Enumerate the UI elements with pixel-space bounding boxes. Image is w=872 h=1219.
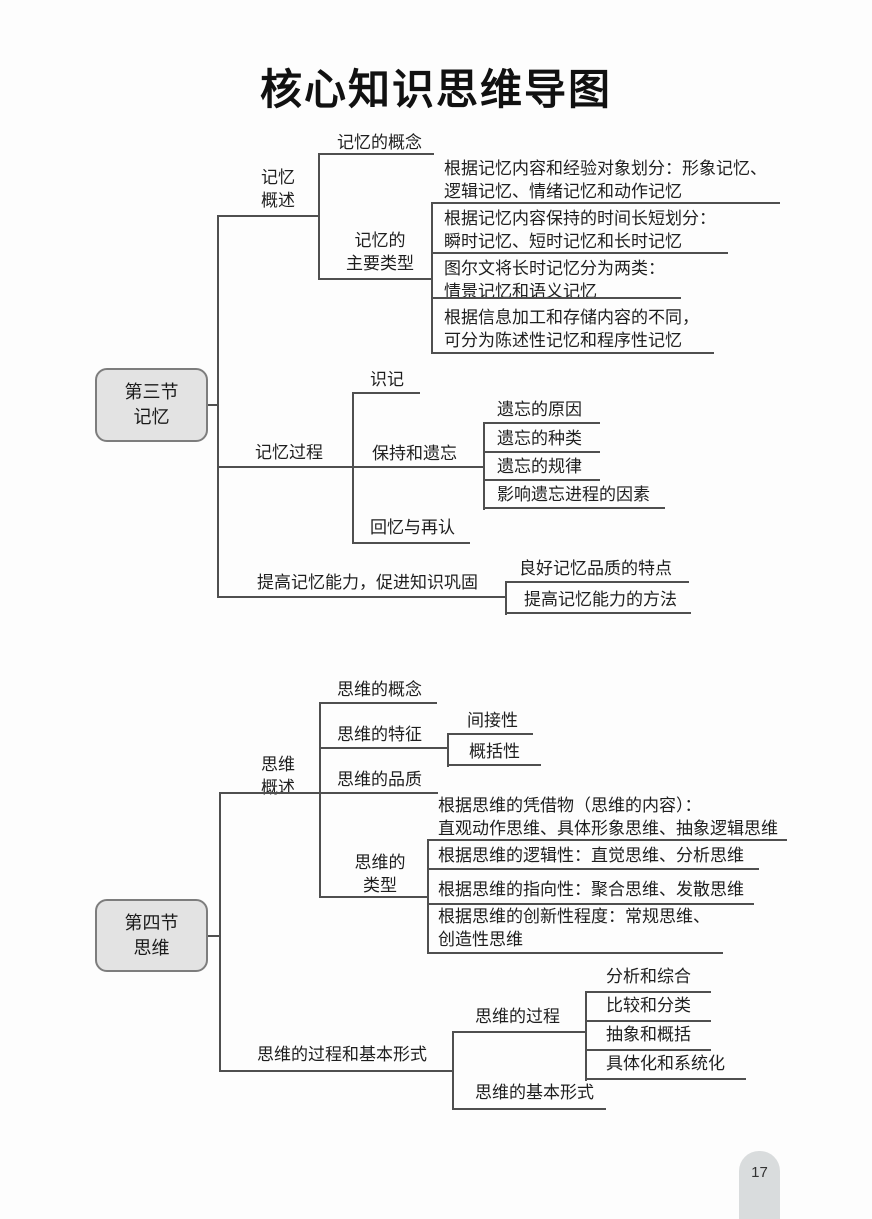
connector-line — [483, 422, 485, 510]
connector-line — [318, 153, 320, 280]
connector-line — [217, 215, 219, 598]
s3-type-item: 图尔文将长时记忆分为两类： 情景记忆和语义记忆 — [444, 259, 665, 301]
s3-types-label: 记忆的 主要类型 — [346, 231, 414, 273]
connector-line — [208, 935, 220, 937]
s3-type-item: 根据信息加工和存储内容的不同， 可分为陈述性记忆和程序性记忆 — [444, 308, 699, 350]
connector-line — [427, 903, 754, 905]
connector-line — [452, 1031, 454, 1110]
page-number: 17 — [751, 1164, 768, 1181]
connector-line — [427, 839, 429, 954]
s3-improve-item: 良好记忆品质的特点 — [519, 559, 672, 578]
connector-line — [585, 991, 711, 993]
s4-type-item: 根据思维的逻辑性：直觉思维、分析思维 — [438, 846, 744, 865]
s4-process-item: 抽象和概括 — [606, 1025, 691, 1044]
s3-memorize-label: 识记 — [370, 370, 404, 389]
s3-forgetting-item: 遗忘的规律 — [497, 457, 582, 476]
s4-process-item: 比较和分类 — [606, 996, 691, 1015]
connector-line — [219, 792, 221, 1072]
s4-type-item: 根据思维的凭借物（思维的内容）： 直观动作思维、具体形象思维、抽象逻辑思维 — [438, 796, 778, 838]
connector-line — [447, 733, 533, 735]
connector-line — [447, 764, 541, 766]
s4-process-item: 分析和综合 — [606, 967, 691, 986]
connector-line — [505, 581, 689, 583]
connector-line — [483, 479, 600, 481]
section4-node: 第四节 思维 — [95, 899, 208, 972]
connector-line — [208, 404, 219, 406]
connector-line — [219, 792, 438, 794]
connector-line — [483, 451, 600, 453]
connector-line — [352, 392, 354, 544]
connector-line — [452, 1108, 606, 1110]
s3-recall-label: 回忆与再认 — [370, 518, 455, 537]
connector-line — [319, 896, 429, 898]
connector-line — [585, 1049, 711, 1051]
connector-line — [319, 702, 321, 898]
s3-improve-label: 提高记忆能力，促进知识巩固 — [257, 573, 478, 592]
s3-forgetting-item: 遗忘的原因 — [497, 400, 582, 419]
s4-process-label: 思维的过程 — [475, 1007, 560, 1026]
s3-forgetting-item: 影响遗忘进程的因素 — [497, 485, 650, 504]
connector-line — [585, 1078, 746, 1080]
connector-line — [318, 278, 433, 280]
connector-line — [447, 733, 449, 767]
connector-line — [483, 422, 600, 424]
page-title: 核心知识思维导图 — [259, 68, 612, 114]
connector-line — [585, 991, 587, 1081]
s4-type-item: 根据思维的创新性程度：常规思维、 创造性思维 — [438, 907, 710, 949]
connector-line — [431, 352, 714, 354]
connector-line — [352, 392, 420, 394]
s4-process-item: 具体化和系统化 — [606, 1054, 725, 1073]
connector-line — [319, 702, 437, 704]
s4-process-form-label: 思维的过程和基本形式 — [257, 1045, 427, 1064]
connector-line — [217, 466, 485, 468]
s4-basic-form-label: 思维的基本形式 — [475, 1083, 594, 1102]
s3-process-label: 记忆过程 — [255, 443, 323, 462]
s4-type-item: 根据思维的指向性：聚合思维、发散思维 — [438, 880, 744, 899]
s4-types-label: 思维的 类型 — [354, 853, 406, 895]
connector-line — [483, 507, 665, 509]
connector-line — [427, 952, 723, 954]
s4-features-label: 思维的特征 — [337, 725, 422, 744]
connector-line — [505, 612, 691, 614]
s4-feature-item: 概括性 — [469, 742, 520, 761]
s3-concept-label: 记忆的概念 — [337, 133, 422, 152]
connector-line — [431, 297, 681, 299]
connector-line — [431, 202, 433, 354]
connector-line — [217, 596, 507, 598]
connector-line — [318, 153, 434, 155]
connector-line — [319, 747, 449, 749]
connector-line — [427, 839, 787, 841]
connector-line — [427, 868, 759, 870]
connector-line — [431, 252, 728, 254]
page-number-tab: 17 — [739, 1151, 780, 1219]
s4-feature-item: 间接性 — [467, 711, 518, 730]
s4-concept-label: 思维的概念 — [337, 680, 422, 699]
s3-overview-label: 记忆 概述 — [261, 168, 295, 210]
s3-type-item: 根据记忆内容和经验对象划分：形象记忆、 逻辑记忆、情绪记忆和动作记忆 — [444, 159, 767, 201]
s3-type-item: 根据记忆内容保持的时间长短划分： 瞬时记忆、短时记忆和长时记忆 — [444, 209, 716, 251]
connector-line — [452, 1031, 586, 1033]
section3-node: 第三节 记忆 — [95, 368, 208, 442]
connector-line — [352, 542, 470, 544]
connector-line — [219, 1070, 454, 1072]
s3-improve-item: 提高记忆能力的方法 — [524, 590, 677, 609]
s3-forgetting-item: 遗忘的种类 — [497, 429, 582, 448]
connector-line — [585, 1020, 711, 1022]
connector-line — [431, 202, 780, 204]
s3-retention-label: 保持和遗忘 — [372, 444, 457, 463]
s4-quality-label: 思维的品质 — [337, 770, 422, 789]
connector-line — [505, 581, 507, 615]
connector-line — [217, 215, 320, 217]
